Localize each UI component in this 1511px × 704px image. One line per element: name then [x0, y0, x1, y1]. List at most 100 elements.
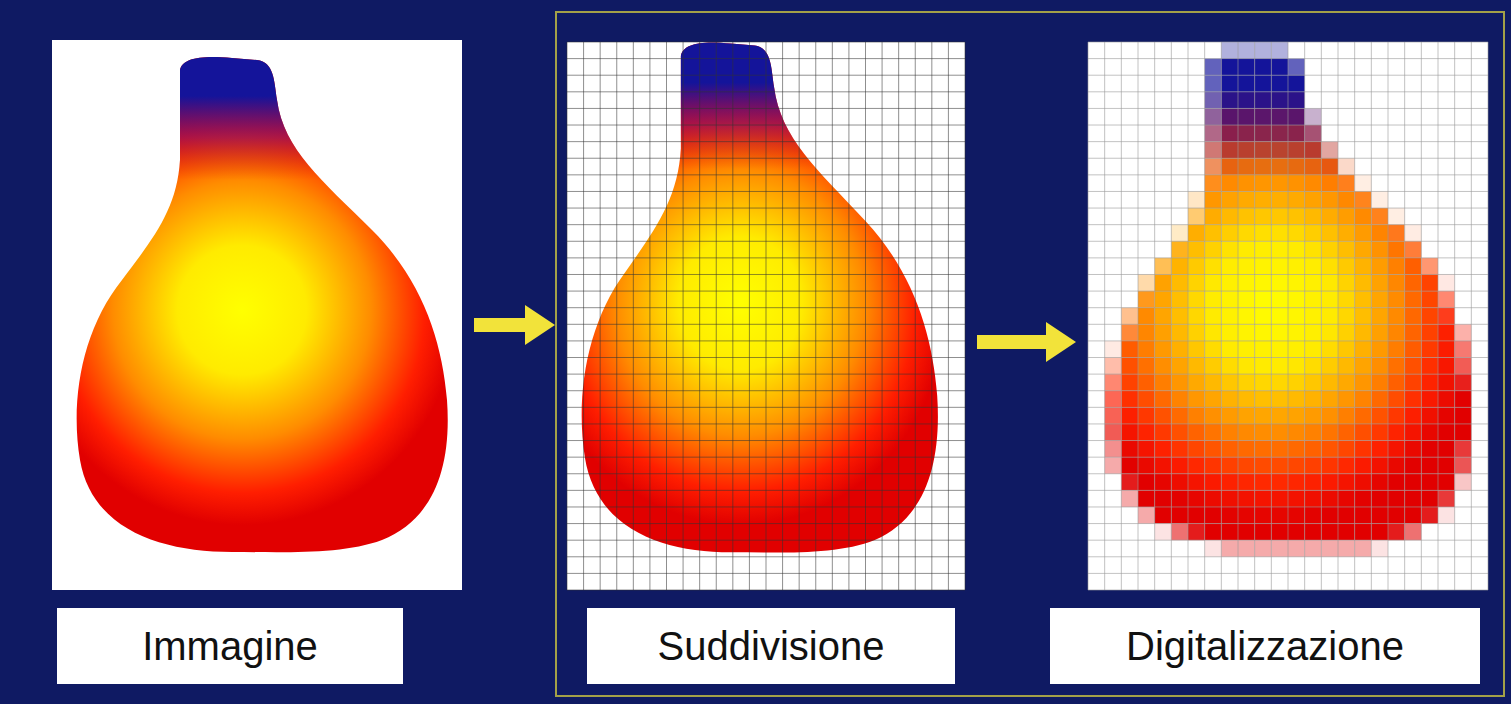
pixel: [1438, 341, 1455, 358]
pixel: [1305, 441, 1322, 458]
image-step: Digitalizzazione: [1088, 42, 1488, 685]
pixel: [1138, 274, 1155, 291]
pixel: [1271, 507, 1288, 524]
pixel: [1288, 225, 1305, 242]
pixel: [1221, 457, 1238, 474]
pixel: [1305, 274, 1322, 291]
pixel: [1105, 391, 1122, 408]
grid-line: [567, 241, 965, 242]
group-frame: [556, 12, 1504, 696]
pixel: [1255, 407, 1272, 424]
pixel: [1171, 391, 1188, 408]
pixel: [1255, 358, 1272, 375]
pixel: [1255, 474, 1272, 491]
pixel: [1205, 175, 1222, 192]
grid-line: [1088, 556, 1488, 557]
grid-line: [1088, 523, 1488, 524]
pixel: [1421, 391, 1438, 408]
pixel: [1355, 358, 1372, 375]
pixel: [1238, 92, 1255, 109]
grid-line: [567, 141, 965, 142]
pixel: [1388, 490, 1405, 507]
grid-line: [1088, 573, 1488, 574]
grid-line: [782, 42, 783, 590]
pixel: [1271, 540, 1288, 557]
pixel: [1405, 457, 1422, 474]
pixel: [1355, 507, 1372, 524]
pixel: [1255, 75, 1272, 92]
pixel: [1388, 341, 1405, 358]
grid-line: [1088, 257, 1488, 258]
pixel: [1155, 291, 1172, 308]
pixel: [1238, 490, 1255, 507]
pixel: [1388, 374, 1405, 391]
pixel: [1421, 374, 1438, 391]
pixel: [1138, 457, 1155, 474]
grid-line: [1088, 274, 1488, 275]
pixel: [1288, 507, 1305, 524]
pixel: [1188, 424, 1205, 441]
pixel: [1405, 308, 1422, 325]
pixel: [1371, 474, 1388, 491]
pixel: [1255, 108, 1272, 125]
pixel: [1421, 441, 1438, 458]
pixel: [1155, 490, 1172, 507]
pixel: [1205, 507, 1222, 524]
pixel: [1421, 507, 1438, 524]
pixel: [1305, 407, 1322, 424]
pixel: [1455, 374, 1472, 391]
pixel: [1371, 208, 1388, 225]
pixel: [1305, 358, 1322, 375]
pixel: [1255, 258, 1272, 275]
pixel: [1321, 208, 1338, 225]
pixel: [1105, 424, 1122, 441]
grid-line: [1088, 108, 1488, 109]
pixel: [1205, 391, 1222, 408]
pixel: [1105, 457, 1122, 474]
pixel: [1155, 474, 1172, 491]
pixel: [1271, 407, 1288, 424]
pixel: [1338, 474, 1355, 491]
pixel: [1188, 441, 1205, 458]
pixel: [1338, 407, 1355, 424]
pixel: [1188, 341, 1205, 358]
pixel: [1221, 308, 1238, 325]
pixel: [1205, 225, 1222, 242]
pixel: [1355, 324, 1372, 341]
pixel: [1171, 291, 1188, 308]
pixel: [1171, 258, 1188, 275]
pixel: [1405, 441, 1422, 458]
pixel: [1188, 291, 1205, 308]
pixel: [1155, 424, 1172, 441]
pixel: [1305, 291, 1322, 308]
pixel: [1405, 391, 1422, 408]
pixel: [1288, 407, 1305, 424]
pixel: [1155, 391, 1172, 408]
grid-line: [1204, 42, 1205, 590]
pixel: [1405, 241, 1422, 258]
pixel: [1288, 457, 1305, 474]
pixel: [1221, 125, 1238, 142]
pixel: [1238, 142, 1255, 159]
grid-line: [567, 274, 965, 275]
pixel: [1138, 424, 1155, 441]
pixel: [1338, 208, 1355, 225]
pixel: [1321, 540, 1338, 557]
sampling-grid: [567, 42, 965, 590]
pixel: [1405, 358, 1422, 375]
pixel: [1238, 341, 1255, 358]
pixel: [1221, 191, 1238, 208]
pixel: [1305, 191, 1322, 208]
pixel: [1138, 507, 1155, 524]
pixel: [1355, 208, 1372, 225]
pixel: [1238, 108, 1255, 125]
pixel: [1238, 158, 1255, 175]
pixel: [1238, 474, 1255, 491]
pixel: [1288, 358, 1305, 375]
grid-line: [1088, 174, 1488, 175]
pixel: [1338, 341, 1355, 358]
grid-line: [1088, 590, 1488, 591]
pixel: [1405, 507, 1422, 524]
pixel: [1338, 507, 1355, 524]
pixel: [1388, 507, 1405, 524]
